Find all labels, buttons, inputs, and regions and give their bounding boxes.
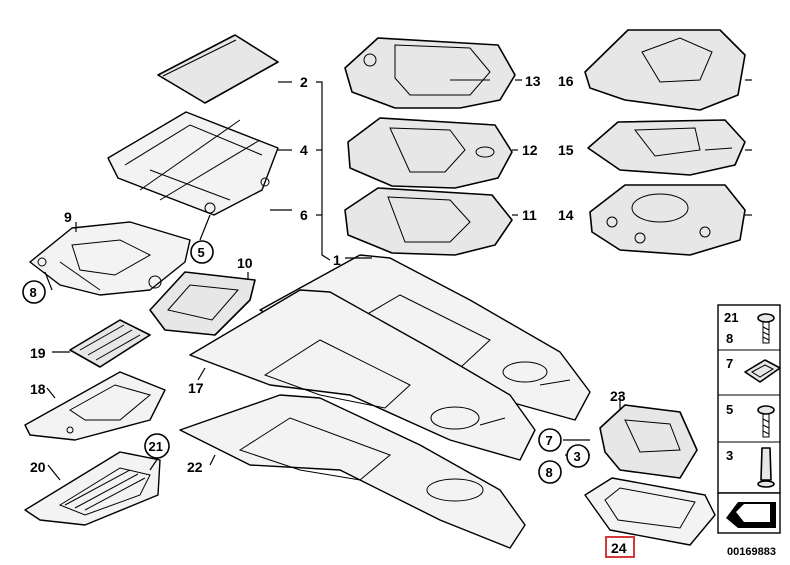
callout-5: 5 — [190, 240, 214, 264]
svg-text:21: 21 — [149, 439, 163, 454]
diagram-id: 00169883 — [727, 546, 776, 558]
part-22-panel[interactable] — [179, 394, 526, 549]
callout-labels: 2 4 6 1 13 12 11 16 15 14 9 10 19 18 20 … — [22, 73, 635, 558]
fastener-legend: 21 8 7 5 3 00169883 — [717, 304, 781, 558]
label-19: 19 — [30, 345, 46, 361]
part-18-insert[interactable] — [24, 371, 166, 441]
part-17-panel[interactable] — [189, 289, 536, 461]
part-9-bracket[interactable] — [29, 221, 191, 296]
label-17: 17 — [188, 380, 204, 396]
label-22: 22 — [187, 459, 203, 475]
callout-7: 7 — [538, 428, 562, 452]
label-6: 6 — [300, 207, 308, 223]
part-2-mat[interactable] — [157, 34, 279, 104]
label-15: 15 — [558, 142, 574, 158]
legend-label-3: 3 — [726, 448, 733, 463]
legend-label-8: 8 — [726, 331, 733, 346]
svg-text:7: 7 — [546, 433, 553, 448]
label-14: 14 — [558, 207, 574, 223]
clip-icon — [744, 359, 781, 383]
svg-text:5: 5 — [198, 245, 205, 260]
callout-21: 21 — [144, 433, 170, 459]
label-10: 10 — [237, 255, 253, 271]
part-10-tray[interactable] — [149, 271, 256, 336]
label-11: 11 — [522, 207, 537, 223]
label-20: 20 — [30, 459, 46, 475]
label-2: 2 — [300, 74, 308, 90]
part-24-frame[interactable] — [584, 477, 716, 546]
legend-label-21: 21 — [724, 310, 738, 325]
label-12: 12 — [522, 142, 538, 158]
part-16-console-top[interactable] — [584, 29, 746, 111]
legend-label-7: 7 — [726, 356, 733, 371]
legend-label-5: 5 — [726, 402, 733, 417]
label-16: 16 — [558, 73, 574, 89]
arrow-icon — [717, 492, 781, 534]
label-18: 18 — [30, 381, 46, 397]
svg-text:8: 8 — [30, 285, 37, 300]
svg-text:3: 3 — [574, 449, 581, 464]
label-13: 13 — [525, 73, 541, 89]
screw-icon — [757, 313, 775, 344]
part-11-trim-bottom[interactable] — [344, 187, 513, 256]
part-13-trim-top[interactable] — [344, 37, 516, 109]
leader-lines — [44, 79, 752, 481]
label-1: 1 — [333, 252, 341, 268]
part-19-grid-mat[interactable] — [69, 319, 151, 368]
part-4-frame[interactable] — [107, 111, 279, 216]
callout-8: 8 — [22, 280, 46, 304]
part-14-console-base[interactable] — [589, 184, 746, 256]
part-20-storage-box[interactable] — [24, 451, 161, 526]
label-23: 23 — [610, 388, 626, 404]
part-12-trim-middle[interactable] — [347, 117, 513, 189]
part-23-cupholder[interactable] — [599, 404, 698, 479]
svg-text:8: 8 — [546, 465, 553, 480]
callout-3: 3 — [566, 444, 590, 468]
bolt-icon — [757, 405, 775, 438]
svg-text:24: 24 — [611, 540, 627, 556]
label-4: 4 — [300, 142, 308, 158]
part-15-console-middle[interactable] — [587, 119, 746, 176]
callout-8b: 8 — [538, 460, 562, 484]
label-9: 9 — [64, 209, 72, 225]
callout-24: 24 — [605, 536, 635, 558]
pin-icon — [757, 447, 775, 488]
